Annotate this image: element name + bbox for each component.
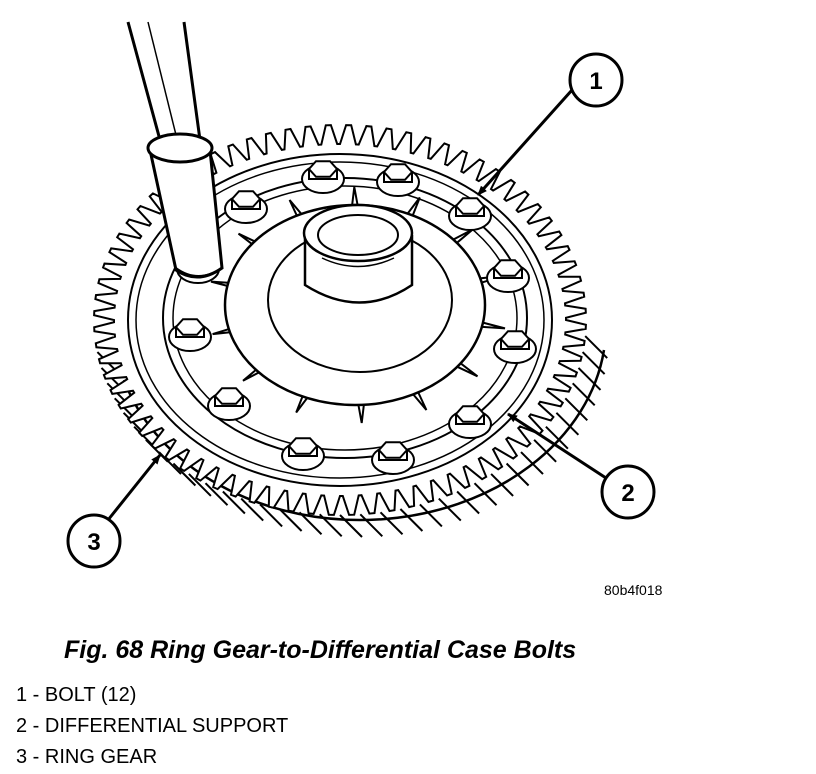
bolt — [371, 441, 415, 475]
bolt — [376, 163, 420, 197]
callout-1-label: 1 — [589, 68, 602, 95]
bolt — [448, 405, 492, 439]
legend: 1 - BOLT (12) 2 - DIFFERENTIAL SUPPORT 3… — [16, 680, 288, 773]
callout-2-label: 2 — [621, 480, 634, 507]
callout-1: 1 — [568, 52, 624, 108]
bolt — [281, 437, 325, 471]
bolt — [493, 330, 537, 364]
bolt — [168, 318, 212, 352]
socket-tool — [126, 21, 224, 279]
differential-support — [223, 203, 487, 407]
bolt — [224, 190, 268, 224]
leader-line-2 — [507, 412, 607, 480]
callout-3: 3 — [66, 513, 122, 569]
figure-code: 80b4f018 — [604, 582, 663, 598]
bolt — [448, 197, 492, 231]
legend-item-bolt: 1 - BOLT (12) — [16, 684, 137, 706]
bolt-group — [168, 160, 537, 475]
bolt-circle-face — [172, 185, 518, 451]
legend-item-differential-support: 2 - DIFFERENTIAL SUPPORT — [16, 715, 289, 737]
bolt — [207, 387, 251, 421]
ring-gear-inner-ring — [135, 161, 545, 479]
ring-gear-illustration: 1 2 3 — [66, 21, 656, 569]
bolt — [486, 259, 530, 293]
callout-3-label: 3 — [87, 529, 100, 556]
bolt — [301, 160, 345, 194]
legend-item-ring-gear: 3 - RING GEAR — [16, 746, 158, 768]
figure-caption: Fig. 68 Ring Gear-to-Differential Case B… — [64, 636, 577, 664]
leader-line-1 — [476, 88, 574, 197]
leader-line-3 — [106, 454, 162, 521]
callout-2: 2 — [600, 464, 656, 520]
